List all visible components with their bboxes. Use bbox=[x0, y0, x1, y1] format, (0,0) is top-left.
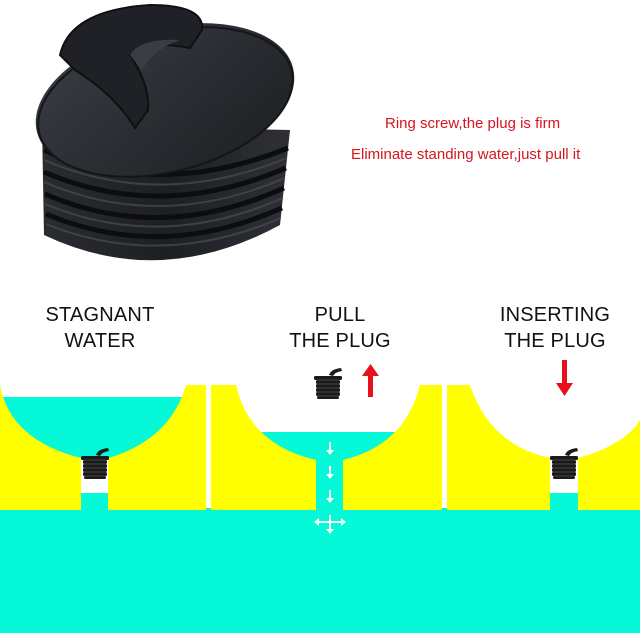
product-photo bbox=[30, 0, 310, 285]
panel-inserting-the-plug bbox=[447, 385, 640, 510]
drain-flow-arrows bbox=[314, 441, 346, 534]
panel-pull-the-plug bbox=[211, 385, 443, 510]
panel-title-pull-the-plug: PULL THE PLUG bbox=[250, 302, 430, 354]
removed-plug-icon bbox=[313, 367, 343, 400]
panel-title-inserting-the-plug: INSERTING THE PLUG bbox=[465, 302, 640, 354]
title-line-2: WATER bbox=[64, 330, 136, 352]
insert-down-arrow-icon bbox=[556, 360, 573, 396]
title-line-2: THE PLUG bbox=[289, 330, 391, 352]
panel-title-stagnant-water: STAGNANT WATER bbox=[10, 302, 190, 354]
caption-eliminate-water: Eliminate standing water,just pull it bbox=[351, 146, 581, 163]
title-line-1: PULL bbox=[314, 304, 366, 326]
caption-ring-screw: Ring screw,the plug is firm bbox=[385, 115, 561, 132]
title-line-1: INSERTING bbox=[499, 304, 611, 326]
title-line-2: THE PLUG bbox=[504, 330, 606, 352]
inserted-plug-icon bbox=[549, 447, 579, 480]
pull-up-arrow-icon bbox=[362, 364, 379, 397]
drain-diagram bbox=[0, 360, 640, 633]
title-line-1: STAGNANT bbox=[45, 304, 155, 326]
panel-stagnant-water bbox=[0, 385, 206, 510]
